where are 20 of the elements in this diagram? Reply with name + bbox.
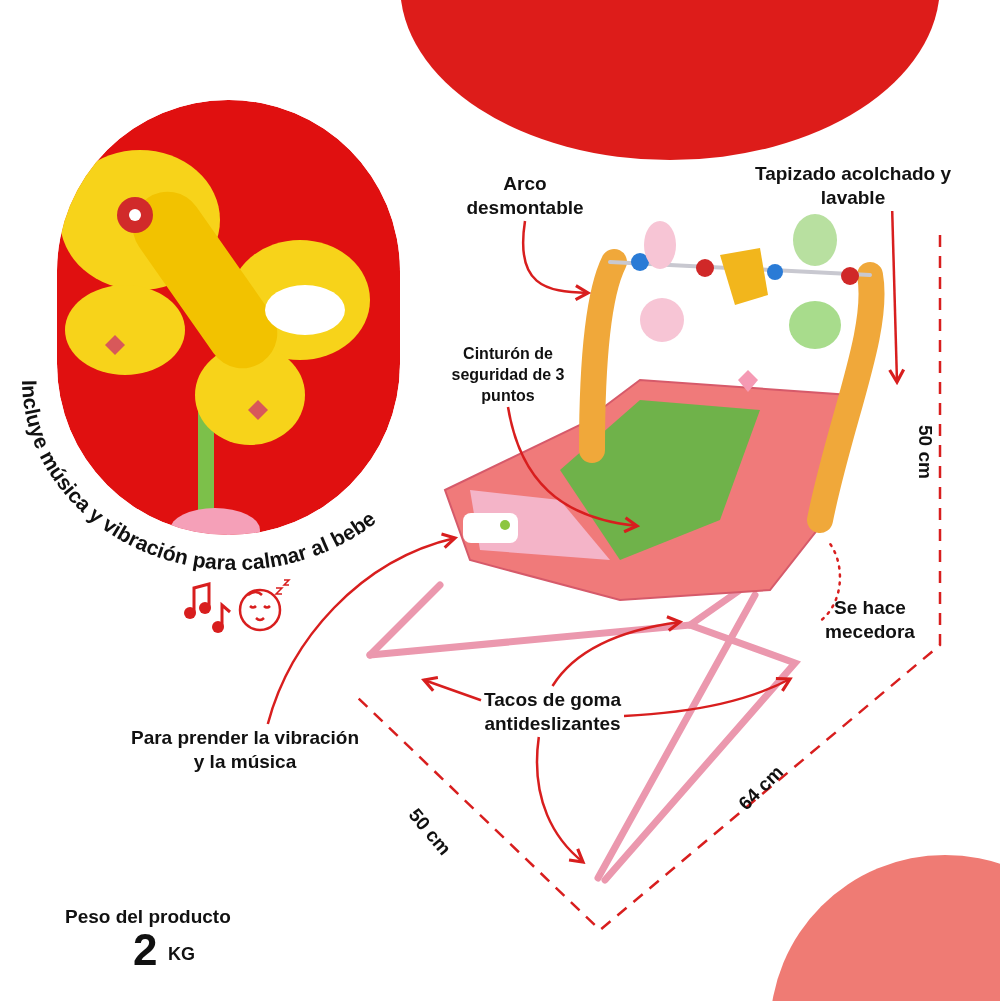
callout-text: Para prender la vibración y la música xyxy=(130,726,360,774)
arrow xyxy=(888,210,906,384)
arrow xyxy=(551,615,682,687)
arrow xyxy=(266,533,457,725)
arrow xyxy=(422,675,482,702)
arrow xyxy=(506,406,639,533)
arrow xyxy=(535,736,585,864)
callout-text: Se hace mecedora xyxy=(800,596,940,644)
weight-caption: Peso del producto xyxy=(65,907,231,926)
weight-unit: KG xyxy=(168,945,195,963)
callout-text: Tacos de goma antideslizantes xyxy=(455,688,650,736)
weight-value: 2 xyxy=(133,928,158,972)
dimension-label: 50 cm xyxy=(405,805,455,859)
callout-text: Arco desmontable xyxy=(445,172,605,220)
dimension-label: 50 cm xyxy=(916,425,935,479)
arrow xyxy=(623,676,792,718)
dimension-label: 64 cm xyxy=(735,761,787,814)
arrow xyxy=(521,220,590,302)
callout-text: Tapizado acolchado y lavable xyxy=(728,162,978,210)
callout-text: Cinturón de seguridad de 3 puntos xyxy=(446,343,570,406)
